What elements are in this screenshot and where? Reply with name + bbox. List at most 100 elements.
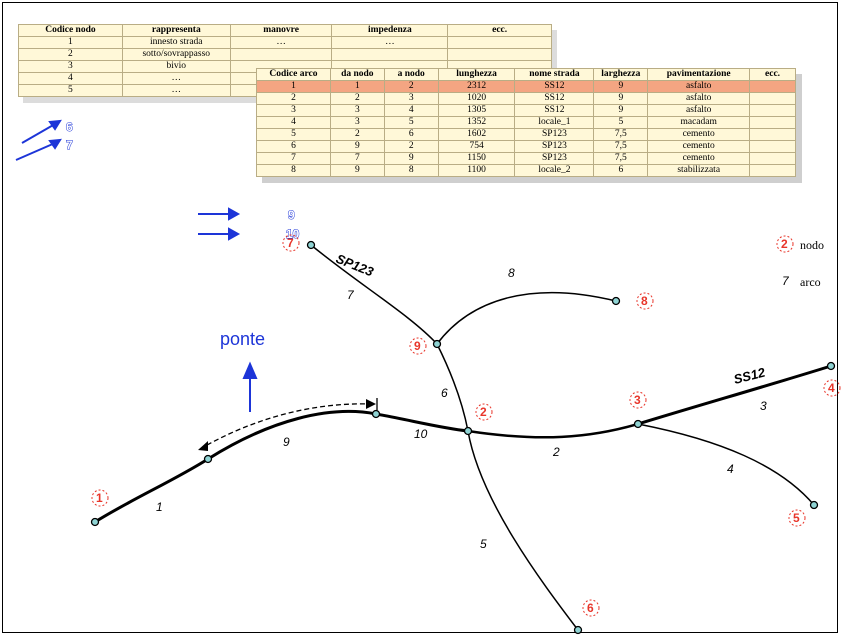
cell: locale_2 xyxy=(514,164,595,177)
cell: SP123 xyxy=(514,140,595,153)
header-manovre: manovre xyxy=(229,24,333,37)
cell: 2 xyxy=(383,140,439,153)
node-2-point xyxy=(463,426,473,436)
header-ecc: ecc. xyxy=(749,68,796,81)
cell: asfalto xyxy=(647,104,751,117)
header-da-nodo: da nodo xyxy=(329,68,385,81)
cell xyxy=(331,48,449,61)
node-table-header: Codice nodo rappresenta manovre impedenz… xyxy=(18,24,552,37)
header-a-nodo: a nodo xyxy=(383,68,439,81)
cell xyxy=(749,140,796,153)
cell: 3 xyxy=(18,60,123,73)
cell: 2312 xyxy=(437,80,516,93)
arc-7-path xyxy=(310,244,438,345)
arc-1-path xyxy=(94,457,209,524)
header-codice-arco: Codice arco xyxy=(256,68,331,81)
arc-label-4: 4 xyxy=(727,462,734,476)
cell: 3 xyxy=(329,104,385,117)
arc-label-3: 3 xyxy=(760,399,767,413)
arc-9-path xyxy=(207,410,377,461)
cell: 3 xyxy=(256,104,331,117)
cell: SP123 xyxy=(514,128,595,141)
cell: 2 xyxy=(329,92,385,105)
arrowhead xyxy=(48,119,62,131)
cell: sotto/sovrappasso xyxy=(121,48,231,61)
cell: 7,5 xyxy=(593,128,649,141)
arc-label-6: 6 xyxy=(441,386,448,400)
node-6-point xyxy=(573,625,583,635)
road-name-ss12: SS12 xyxy=(732,364,767,386)
node-3-point xyxy=(633,419,643,429)
cell: 9 xyxy=(593,104,649,117)
node-point xyxy=(371,409,381,419)
arc-label-7: 7 xyxy=(347,288,355,302)
arc-label-8: 8 xyxy=(508,266,515,280)
arc-table-header: Codice arco da nodo a nodo lunghezza nom… xyxy=(256,68,796,81)
header-codice-nodo: Codice nodo xyxy=(18,24,123,37)
header-nome-strada: nome strada xyxy=(514,68,595,81)
cell: 6 xyxy=(256,140,331,153)
cell: 5 xyxy=(383,116,439,129)
cell xyxy=(749,104,796,117)
cell: 7 xyxy=(256,152,331,165)
marker-9: 9 xyxy=(288,208,295,222)
header-lunghezza: lunghezza xyxy=(437,68,516,81)
cell: 7,5 xyxy=(593,152,649,165)
node-label-2: 2 xyxy=(480,405,487,419)
cell: 2 xyxy=(18,48,123,61)
cell: 7 xyxy=(329,152,385,165)
cell xyxy=(229,48,333,61)
arrowhead xyxy=(228,227,241,241)
arc-label-5: 5 xyxy=(480,537,487,551)
cell xyxy=(749,128,796,141)
node-label-6: 6 xyxy=(587,601,594,615)
arrowhead xyxy=(48,138,62,150)
node-5-point xyxy=(809,500,819,510)
header-larghezza: larghezza xyxy=(593,68,649,81)
node-points xyxy=(90,240,836,635)
node-7-point xyxy=(306,240,316,250)
cell: stabilizzata xyxy=(647,164,751,177)
cell: 5 xyxy=(593,116,649,129)
arc-label-9: 9 xyxy=(283,435,290,449)
cell: SS12 xyxy=(514,104,595,117)
cell: 5 xyxy=(256,128,331,141)
header-pavimentazione: pavimentazione xyxy=(647,68,751,81)
cell: cemento xyxy=(647,152,751,165)
node-label-7: 7 xyxy=(287,236,294,250)
legend-arc-text: arco xyxy=(800,275,821,289)
cell: 8 xyxy=(383,164,439,177)
cell xyxy=(447,48,552,61)
arc-6-path xyxy=(436,343,469,432)
road-arcs xyxy=(94,244,832,631)
node-label-5: 5 xyxy=(793,511,800,525)
cell: cemento xyxy=(647,140,751,153)
node-4-point xyxy=(826,361,836,371)
header-ecc: ecc. xyxy=(447,24,552,37)
header-rappresenta: rappresenta xyxy=(121,24,231,37)
node-label-1: 1 xyxy=(96,491,103,505)
arc-label-1: 1 xyxy=(156,500,163,514)
legend-arc-sample: 7 xyxy=(782,274,790,288)
cell: asfalto xyxy=(647,92,751,105)
cell: 1020 xyxy=(437,92,516,105)
arc-label-2: 2 xyxy=(552,445,560,459)
cell: SS12 xyxy=(514,80,595,93)
arc-label-10: 10 xyxy=(414,427,428,441)
cell: asfalto xyxy=(647,80,751,93)
cell: 1100 xyxy=(437,164,516,177)
road-name-sp123: SP123 xyxy=(334,251,377,280)
bridge-label: ponte xyxy=(220,329,265,349)
bridge-span xyxy=(198,398,378,451)
cell: … xyxy=(229,36,333,49)
cell xyxy=(749,116,796,129)
cell xyxy=(749,80,796,93)
cell: 9 xyxy=(593,80,649,93)
cell: 1 xyxy=(18,36,123,49)
cell: 2 xyxy=(256,92,331,105)
